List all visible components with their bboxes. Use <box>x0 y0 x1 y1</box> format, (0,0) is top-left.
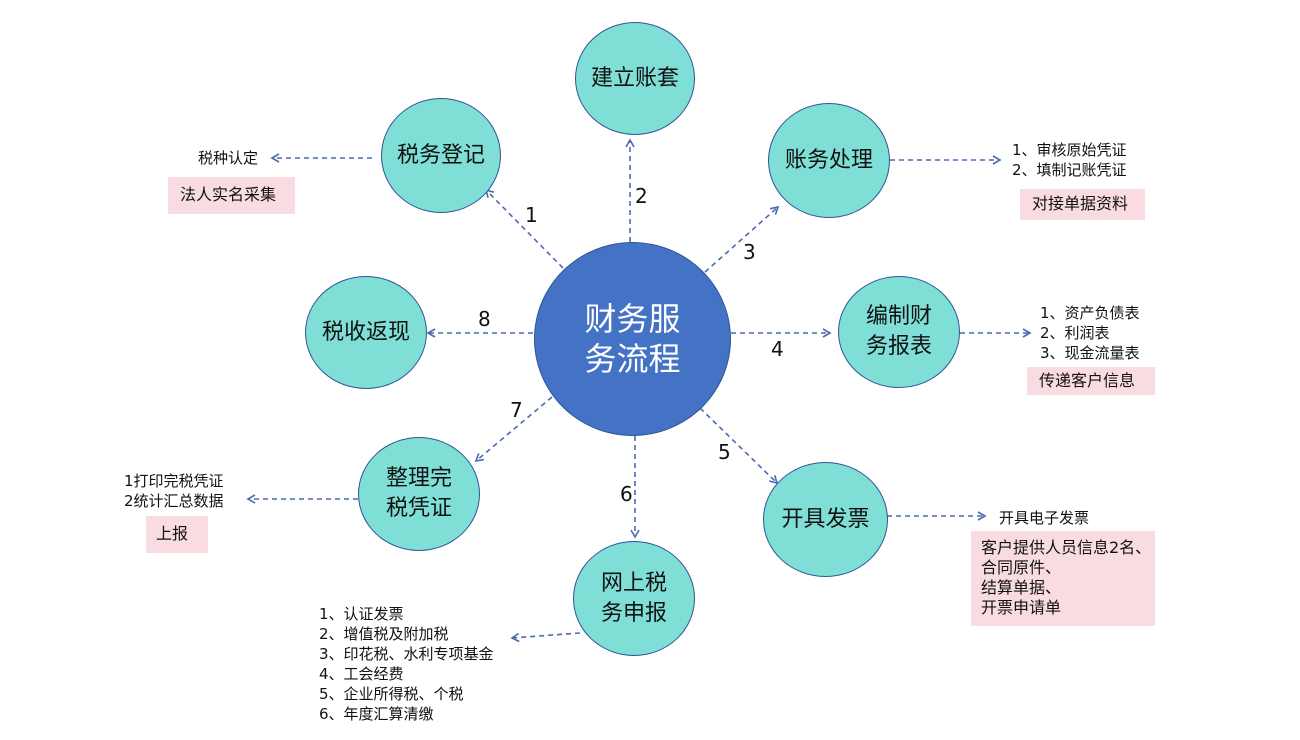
step-label: 开具发票 <box>781 506 870 532</box>
center-label: 财务服 务流程 <box>584 300 681 378</box>
customer-info-box: 传递客户信息 <box>1027 367 1155 395</box>
step-number: 5 <box>718 440 731 464</box>
tax-type-note: 税种认定 <box>198 149 259 167</box>
arrow-to-step-3 <box>704 205 780 273</box>
tax-declaration-list: 1、认证发票 2、增值税及附加税 3、印花税、水利专项基金 4、工会经费 5、企… <box>319 605 494 723</box>
step-label: 网上税 务申报 <box>600 570 667 626</box>
step-node-online-tax-declaration: 网上税 务申报 <box>573 541 695 656</box>
step-label: 税收返现 <box>321 319 410 345</box>
arrow-to-declaration-note <box>510 632 581 643</box>
step-node-tax-registration: 税务登记 <box>381 98 501 213</box>
step-label: 整理完 税凭证 <box>385 466 452 521</box>
arrow-to-step-1 <box>484 188 564 269</box>
step-number: 7 <box>510 398 523 422</box>
electronic-invoice-note: 开具电子发票 <box>999 509 1090 527</box>
step-node-tax-vouchers: 整理完 税凭证 <box>358 437 480 551</box>
step-node-issue-invoices: 开具发票 <box>763 462 888 577</box>
step-number: 6 <box>620 482 633 506</box>
legal-person-verification-box: 法人实名采集 <box>168 177 295 214</box>
arrow-to-step-5 <box>699 407 779 485</box>
financial-statements-list: 1、资产负债表 2、利润表 3、现金流量表 <box>1040 304 1140 362</box>
step-node-tax-rebate: 税收返现 <box>305 276 427 389</box>
step-label: 建立账套 <box>590 65 679 91</box>
step-node-financial-statements: 编制财 务报表 <box>838 276 960 388</box>
report-box: 上报 <box>146 516 208 553</box>
step-number: 2 <box>635 184 648 208</box>
document-handover-box: 对接单据资料 <box>1020 189 1145 220</box>
arrow-to-step-7 <box>474 396 553 463</box>
step-number: 4 <box>771 337 784 361</box>
step-label: 税务登记 <box>396 142 485 168</box>
step-number: 1 <box>525 203 538 227</box>
invoice-requirements-box: 客户提供人员信息2名、 合同原件、 结算单据、 开票申请单 <box>971 531 1155 626</box>
center-node: 财务服 务流程 <box>534 242 731 436</box>
step-number: 3 <box>743 240 756 264</box>
step-node-bookkeeping: 账务处理 <box>768 103 890 218</box>
voucher-review-note: 1、审核原始凭证 2、填制记账凭证 <box>1012 141 1127 179</box>
step-label: 编制财 务报表 <box>865 304 932 359</box>
step-number: 8 <box>478 307 491 331</box>
voucher-print-note: 1打印完税凭证 2统计汇总数据 <box>124 472 224 510</box>
step-node-set-up-accounts: 建立账套 <box>575 22 695 135</box>
step-label: 账务处理 <box>784 147 873 173</box>
